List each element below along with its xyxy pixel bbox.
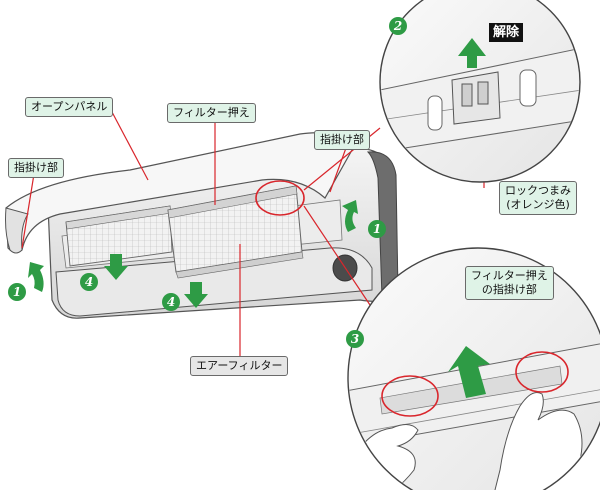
label-filter-holder-grip: フィルター押え の指掛け部	[465, 266, 554, 300]
arrow-up-icon	[28, 262, 44, 292]
detail-circle-lock	[379, 0, 581, 183]
filter-left	[65, 205, 173, 267]
label-filter-holder: フィルター押え	[167, 103, 256, 123]
label-finger-grip-left: 指掛け部	[8, 158, 64, 178]
arrow-up-icon	[458, 38, 486, 68]
step-badge-4-left: 4	[80, 273, 98, 291]
finger-grip-callout-main	[255, 180, 305, 216]
arrow-up-icon	[448, 346, 490, 398]
air-conditioner-unit	[5, 132, 399, 319]
label-filter-holder-grip-line2: の指掛け部	[481, 283, 537, 296]
arrow-up-icon	[342, 200, 358, 232]
step-badge-2: 2	[389, 17, 407, 35]
step-badge-4-center: 4	[162, 293, 180, 311]
arrow-down-icon	[104, 254, 128, 280]
finger-grip-callout-left	[381, 375, 439, 417]
step-arrows-main	[28, 200, 358, 308]
detail-circle-grip	[347, 247, 600, 490]
finger-grip-callout-right	[515, 351, 569, 393]
step-badge-1-right: 1	[368, 220, 386, 238]
label-lock-knob: ロックつまみ (オレンジ色)	[499, 181, 577, 215]
step-badge-1-left: 1	[8, 283, 26, 301]
label-filter-holder-grip-line1: フィルター押え	[471, 269, 548, 282]
label-air-filter: エアーフィルター	[190, 356, 289, 376]
label-finger-grip-right: 指掛け部	[314, 130, 370, 150]
label-lock-knob-line2: (オレンジ色)	[506, 198, 570, 211]
open-panel	[5, 132, 353, 254]
label-release: 解除	[489, 23, 524, 42]
arrow-down-icon	[184, 282, 208, 308]
label-lock-knob-line1: ロックつまみ	[505, 184, 571, 197]
label-open-panel: オープンパネル	[25, 97, 114, 117]
step-badge-3: 3	[346, 330, 364, 348]
